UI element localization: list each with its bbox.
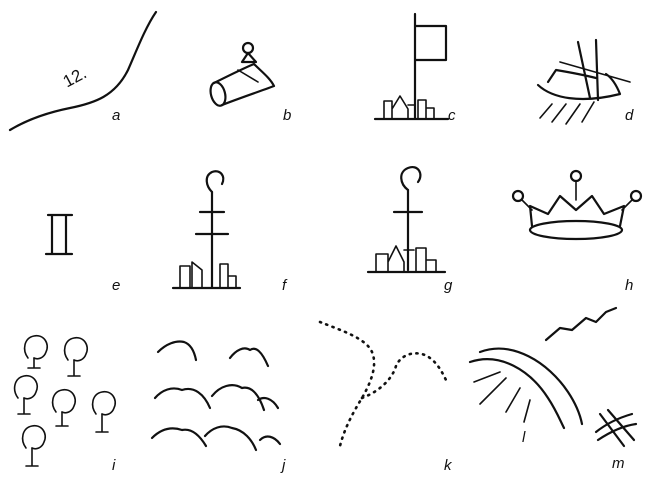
symbol-d-ship: d xyxy=(538,40,634,124)
label-i: i xyxy=(112,457,116,474)
label-m: m xyxy=(612,455,625,472)
label-g: g xyxy=(444,277,453,294)
label-k: k xyxy=(444,457,453,474)
label-h: h xyxy=(625,277,633,294)
symbol-j-mountains: j xyxy=(152,341,286,474)
symbol-k-dotted-line: k xyxy=(320,322,453,474)
tree xyxy=(65,338,88,376)
symbol-l-river-coast: l xyxy=(470,308,616,446)
label-l: l xyxy=(522,429,526,446)
symbol-i-trees: i xyxy=(15,336,116,474)
label-d: d xyxy=(625,107,634,124)
symbol-f-bishop-town: f xyxy=(173,171,288,294)
tree xyxy=(25,336,48,368)
symbol-g-archbishop-town: g xyxy=(368,167,453,294)
symbol-b-horn: b xyxy=(208,43,291,124)
label-j: j xyxy=(280,457,286,474)
symbol-e-gate: e xyxy=(46,215,120,294)
label-c: c xyxy=(448,107,456,124)
symbol-h-crown: h xyxy=(513,171,641,294)
label-e: e xyxy=(112,277,120,294)
label-f: f xyxy=(282,277,288,294)
tree xyxy=(15,376,38,414)
tree xyxy=(53,390,76,426)
symbol-a-road: 12. a xyxy=(10,12,156,130)
tree xyxy=(23,426,46,466)
symbol-m-crossing: m xyxy=(596,410,636,472)
symbol-c-town-flag: c xyxy=(375,14,456,124)
label-b: b xyxy=(283,107,291,124)
road-number-label: 12. xyxy=(60,63,90,91)
tree xyxy=(93,392,116,432)
label-a: a xyxy=(112,107,120,124)
